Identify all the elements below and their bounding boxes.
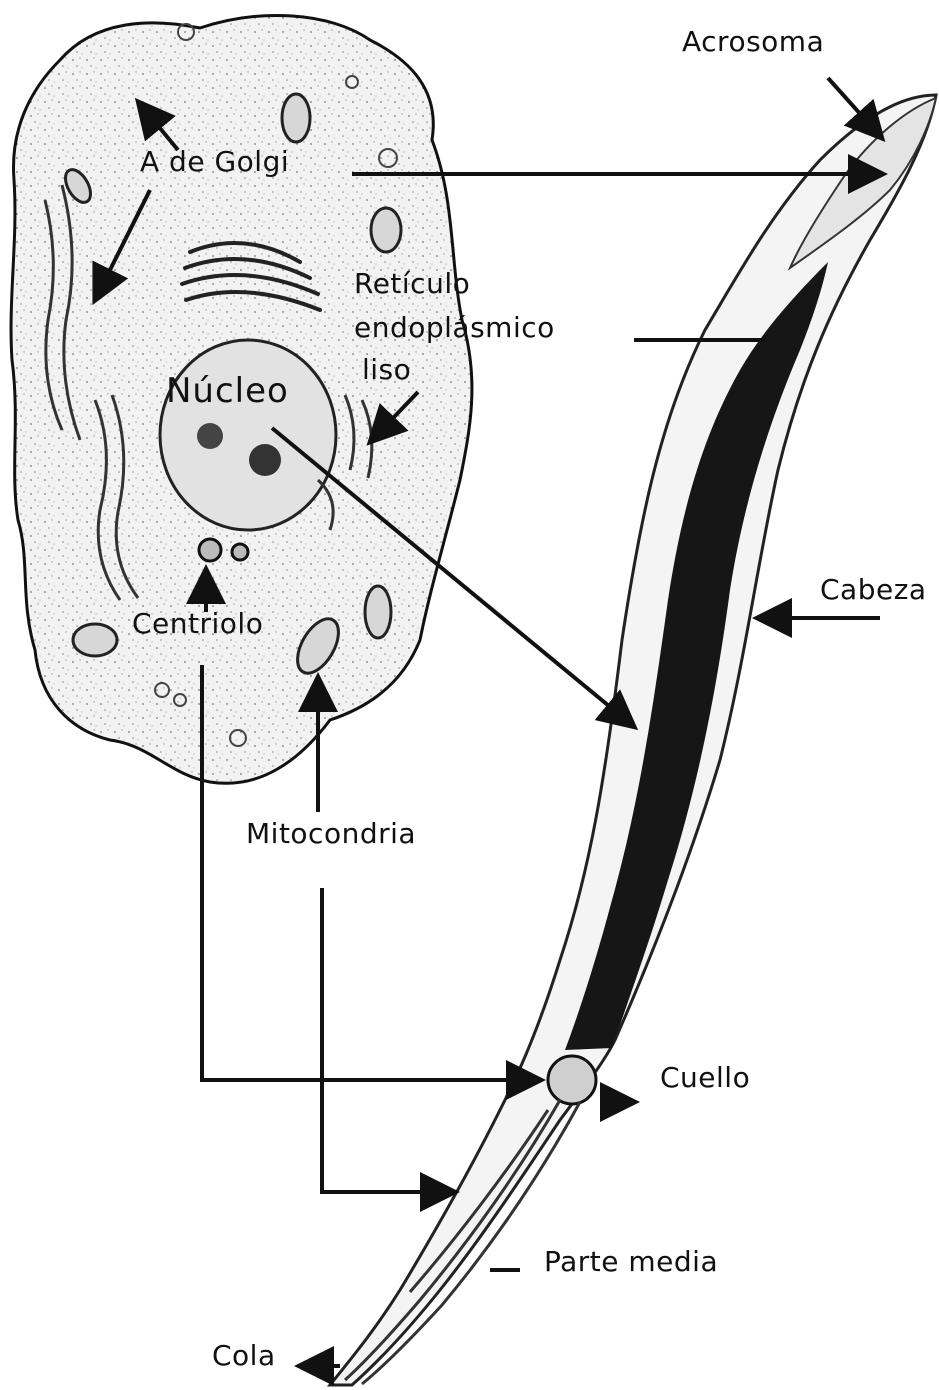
label-mitocondria: Mitocondria <box>246 820 416 848</box>
label-reticulo-line3: liso <box>362 356 411 384</box>
nucleolus <box>249 444 281 476</box>
leader-mitocondria-midpiece <box>322 888 452 1192</box>
label-nucleo: Núcleo <box>166 374 289 408</box>
label-parte-media: Parte media <box>544 1248 718 1276</box>
label-centriolo: Centriolo <box>132 610 263 638</box>
neck-centriole <box>548 1056 596 1104</box>
nucleolus <box>197 423 223 449</box>
label-cola: Cola <box>212 1342 276 1370</box>
nucleus <box>160 340 336 530</box>
label-cabeza: Cabeza <box>820 576 927 604</box>
label-cuello: Cuello <box>660 1064 750 1092</box>
label-golgi: A de Golgi <box>140 148 289 176</box>
label-reticulo-line1: Retículo <box>354 270 470 298</box>
label-acrosoma: Acrosoma <box>682 28 824 56</box>
label-reticulo-line2: endoplásmico <box>354 314 555 342</box>
leader-acrosoma <box>828 78 880 136</box>
